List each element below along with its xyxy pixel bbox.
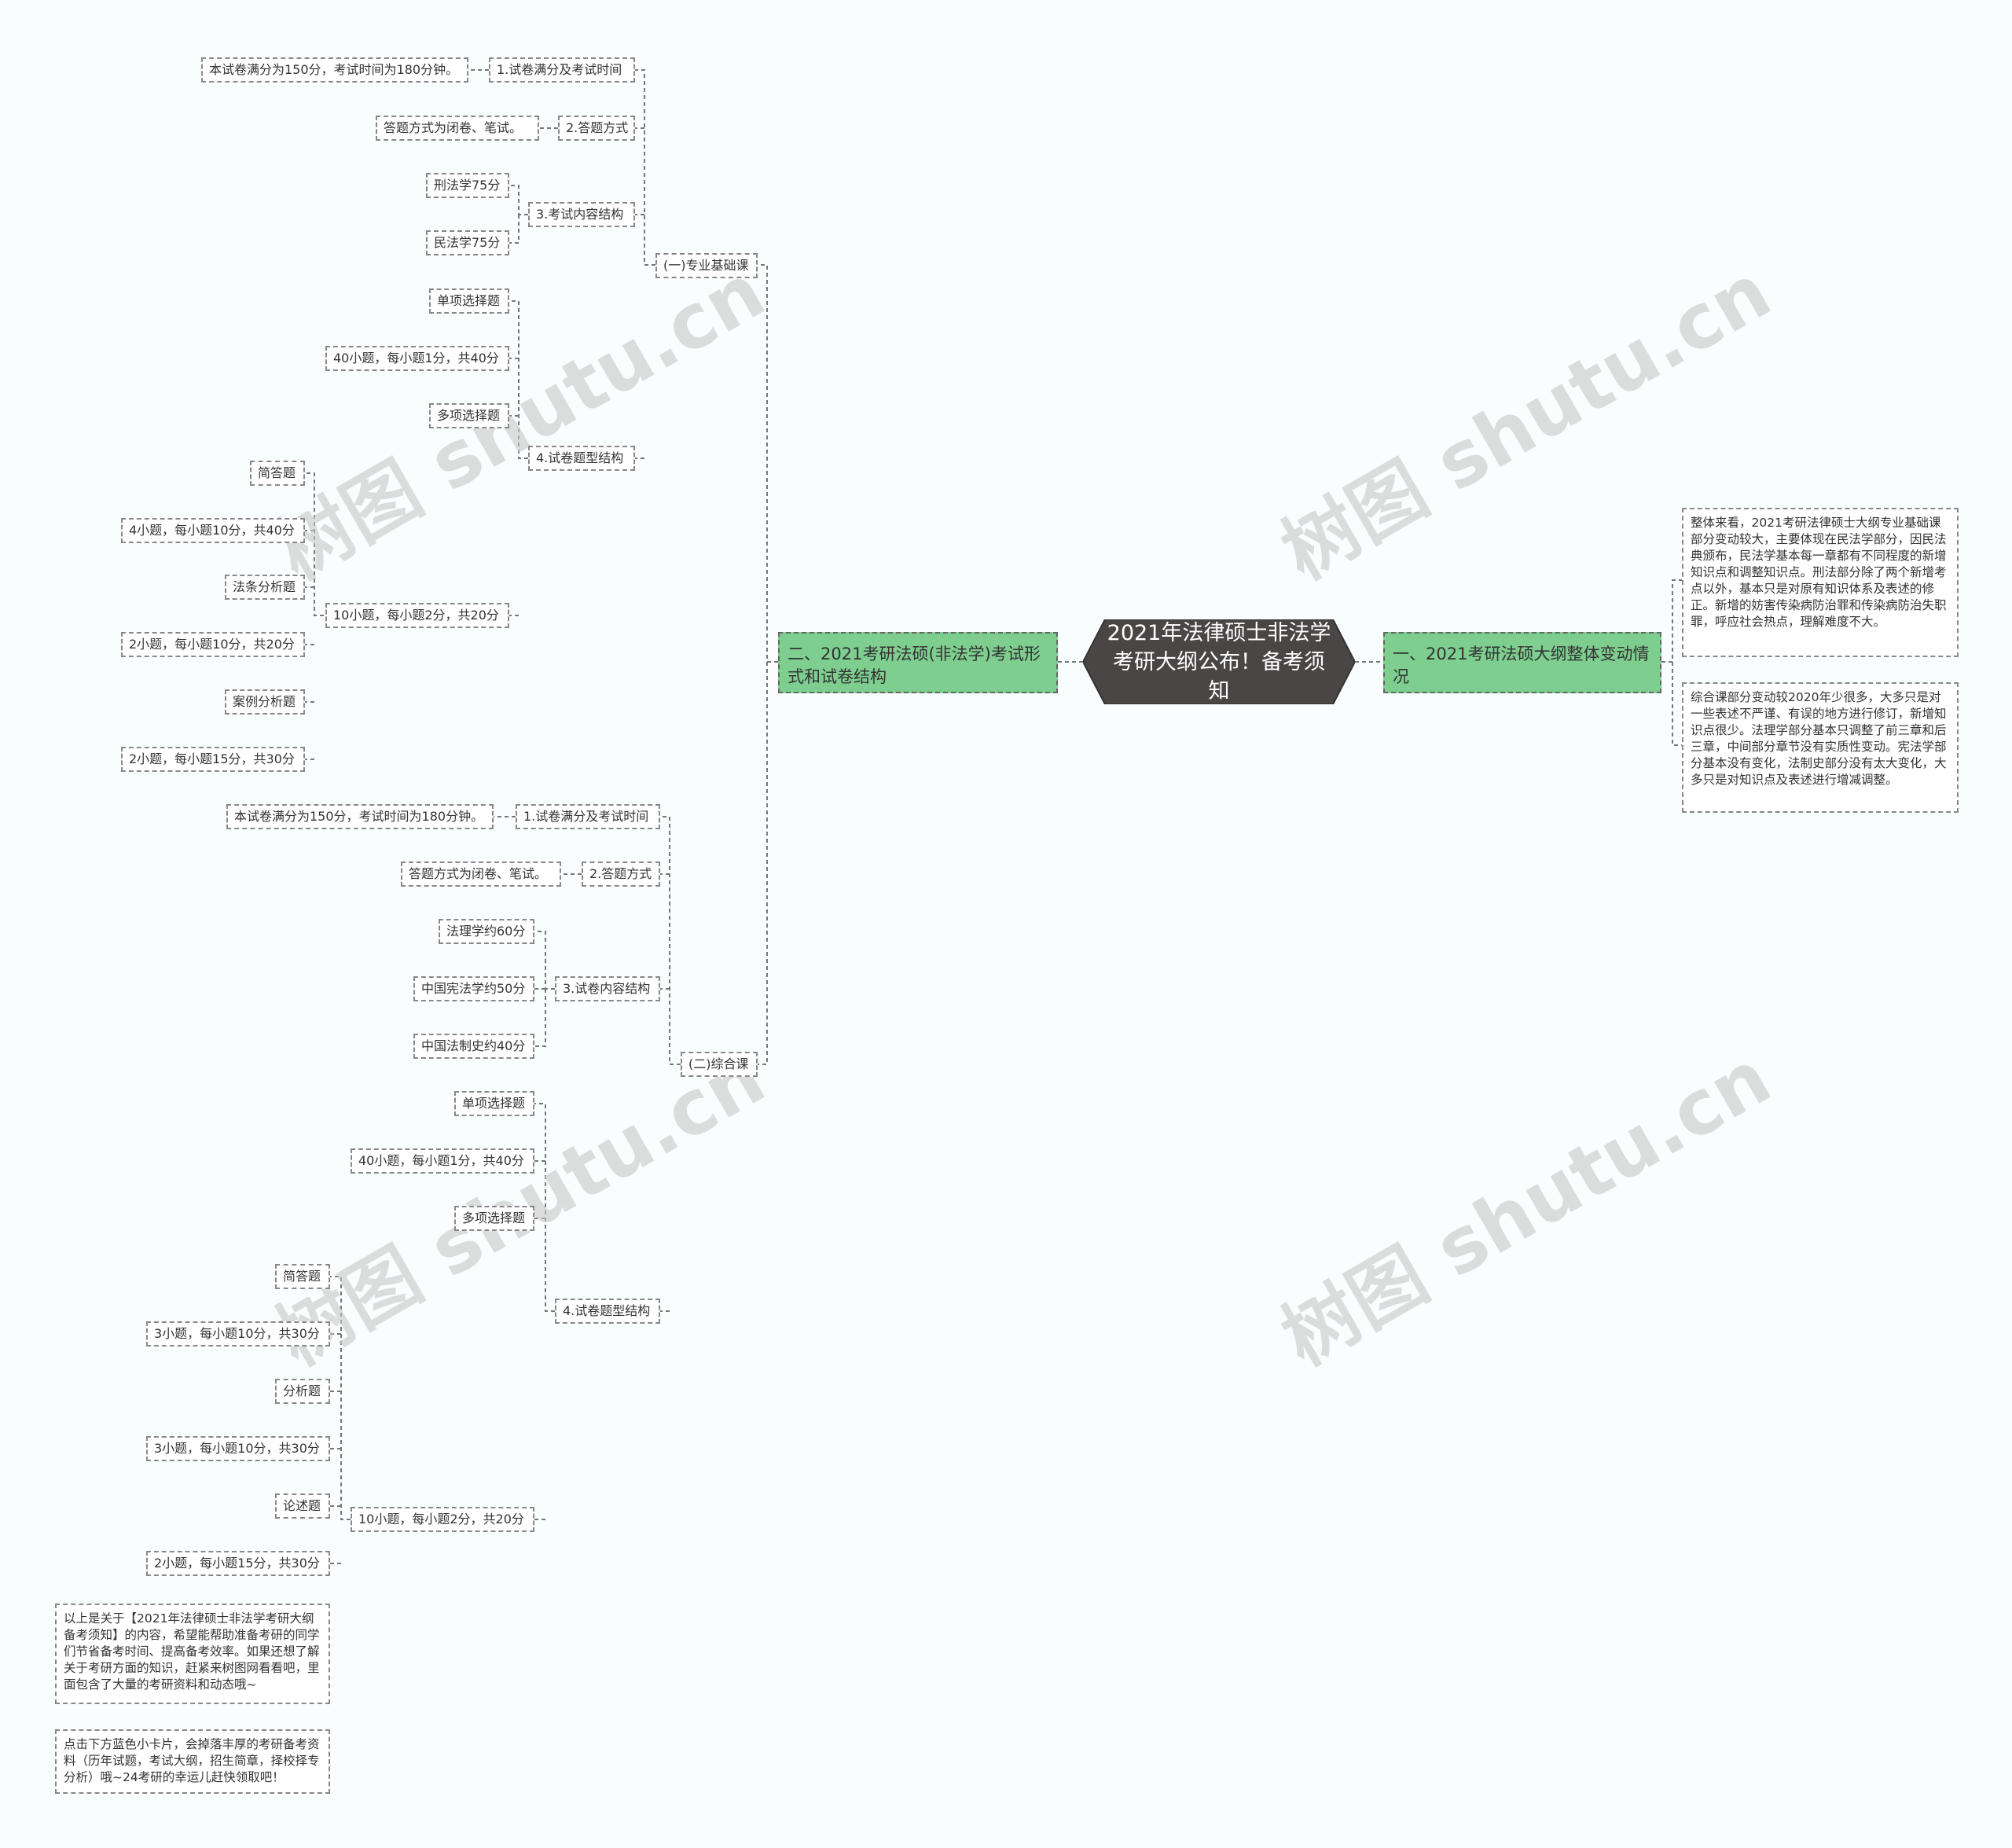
c2-q2-detail[interactable]: 答题方式为闭卷、笔试。 (401, 862, 561, 887)
c2-q1-label[interactable]: 1.试卷满分及考试时间 (516, 804, 660, 829)
c1-single-detail[interactable]: 40小题，每小题1分，共40分 (325, 346, 509, 371)
root-shape (1083, 619, 1355, 704)
c1-q1-label[interactable]: 1.试卷满分及考试时间 (489, 57, 635, 83)
watermark: 树图 shutu.cn (261, 247, 779, 597)
c1-q3-item[interactable]: 刑法学75分 (426, 173, 509, 198)
c1-q1-detail[interactable]: 本试卷满分为150分，考试时间为180分钟。 (201, 57, 468, 83)
c2-sub-item[interactable]: 分析题 (275, 1379, 330, 1404)
c2-q3-item[interactable]: 法理学约60分 (439, 919, 534, 944)
c1-q3-label[interactable]: 3.考试内容结构 (528, 202, 635, 227)
c1-single[interactable]: 单项选择题 (429, 288, 509, 314)
footer-note[interactable]: 以上是关于【2021年法律硕士非法学考研大纲备考须知】的内容，希望能帮助准备考研… (55, 1604, 330, 1704)
course-comprehensive[interactable]: (二)综合课 (681, 1052, 758, 1077)
c2-q3-item[interactable]: 中国宪法学约50分 (413, 976, 534, 1001)
c1-q3-item[interactable]: 民法学75分 (426, 230, 509, 255)
c2-q1-detail[interactable]: 本试卷满分为150分，考试时间为180分钟。 (226, 804, 494, 829)
c1-sub-item[interactable]: 案例分析题 (225, 689, 305, 715)
c2-multi[interactable]: 多项选择题 (454, 1206, 534, 1231)
c2-sub-item[interactable]: 简答题 (275, 1264, 330, 1289)
c1-q4-label[interactable]: 4.试卷题型结构 (528, 446, 635, 471)
root-title: 2021年法律硕士非法学考研大纲公布！备考须知 (1107, 620, 1331, 704)
c1-q2-detail[interactable]: 答题方式为闭卷、笔试。 (376, 116, 539, 141)
c2-q3-label[interactable]: 3.试卷内容结构 (555, 976, 660, 1001)
course-professional-basic[interactable]: (一)专业基础课 (655, 253, 758, 278)
c1-sub-item[interactable]: 简答题 (250, 461, 305, 486)
watermark: 树图 shutu.cn (1267, 1033, 1785, 1383)
c2-sub-item[interactable]: 3小题，每小题10分，共30分 (146, 1321, 330, 1347)
c2-single-detail[interactable]: 40小题，每小题1分，共40分 (351, 1148, 534, 1174)
c1-multi[interactable]: 多项选择题 (429, 403, 509, 428)
footer-note[interactable]: 点击下方蓝色小卡片，会掉落丰厚的考研备考资料（历年试题，考试大纲，招生简章，择校… (55, 1729, 330, 1794)
c2-sub-item[interactable]: 2小题，每小题15分，共30分 (146, 1551, 330, 1576)
c1-q2-label[interactable]: 2.答题方式 (558, 116, 635, 141)
branch-left[interactable]: 二、2021考研法硕(非法学)考试形式和试卷结构 (778, 632, 1058, 693)
c1-sub-item[interactable]: 法条分析题 (225, 575, 305, 600)
c1-sub-item[interactable]: 2小题，每小题10分，共20分 (121, 632, 305, 657)
c1-sub-item[interactable]: 2小题，每小题15分，共30分 (121, 747, 305, 772)
c2-sub-item[interactable]: 论述题 (275, 1493, 330, 1519)
c2-sub-item[interactable]: 3小题，每小题10分，共30分 (146, 1436, 330, 1461)
note-professional[interactable]: 整体来看，2021考研法律硕士大纲专业基础课部分变动较大，主要体现在民法学部分，… (1682, 508, 1959, 657)
c2-q4-label[interactable]: 4.试卷题型结构 (555, 1299, 660, 1324)
c1-sub-item[interactable]: 4小题，每小题10分，共40分 (121, 518, 305, 543)
note-comprehensive[interactable]: 综合课部分变动较2020年少很多，大多只是对一些表述不严谨、有误的地方进行修订，… (1682, 682, 1959, 813)
root-node[interactable]: 2021年法律硕士非法学考研大纲公布！备考须知 (1083, 619, 1355, 704)
branch-right[interactable]: 一、2021考研法硕大纲整体变动情况 (1383, 632, 1661, 693)
c2-q2-label[interactable]: 2.答题方式 (582, 862, 660, 887)
c2-multi-detail[interactable]: 10小题，每小题2分，共20分 (351, 1507, 534, 1532)
c2-single[interactable]: 单项选择题 (454, 1091, 534, 1116)
c2-q3-item[interactable]: 中国法制史约40分 (413, 1034, 534, 1059)
c1-multi-detail[interactable]: 10小题，每小题2分，共20分 (325, 603, 509, 628)
